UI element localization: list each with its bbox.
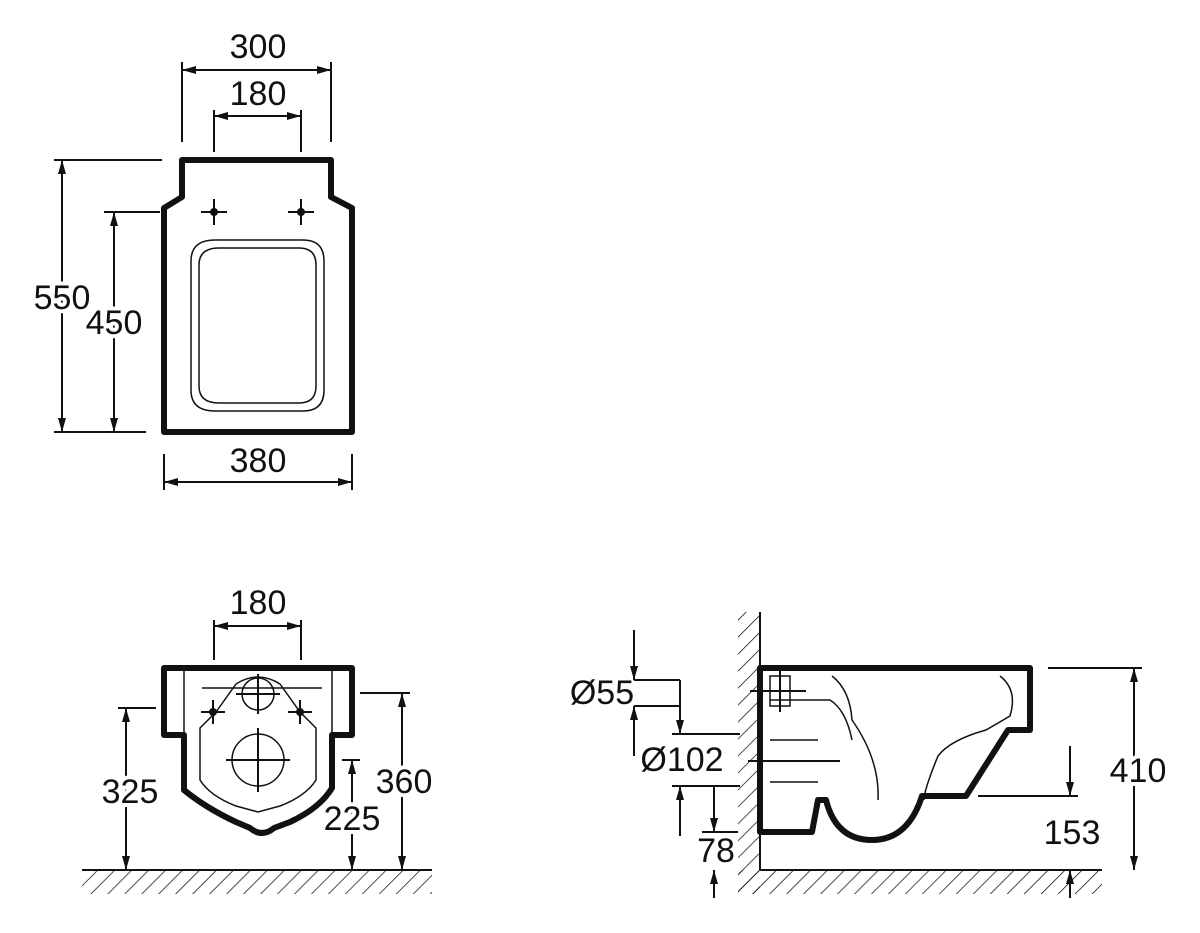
dim-outlet-height: 78: [697, 832, 735, 870]
top-view-seat: [190, 239, 325, 412]
side-view: Ø55 Ø102 78 153 410: [570, 612, 1170, 898]
dim-back-height-left: 325: [102, 773, 159, 811]
dim-bowl-length: 450: [86, 304, 143, 342]
dim-total-length: 550: [34, 279, 91, 317]
dim-diameter-small: Ø55: [570, 674, 634, 712]
bolt-right-icon: [288, 700, 312, 724]
outlet-icon: [226, 728, 290, 792]
back-view-outline: [161, 665, 355, 836]
wall-hatch: [738, 612, 760, 894]
top-view: 300 180 550 450 380: [30, 28, 355, 490]
dim-inlet-height: 225: [324, 800, 381, 838]
floor-hatch: [82, 870, 432, 894]
dim-top-width: 300: [230, 28, 287, 66]
bolt-left-icon: [201, 700, 225, 724]
top-view-outline: [161, 157, 355, 435]
side-floor-hatch: [738, 870, 1102, 894]
side-inlet-icon: [750, 670, 806, 712]
dim-drain-height: 153: [1044, 814, 1101, 852]
dim-back-height-right: 360: [376, 763, 433, 801]
dim-diameter-large: Ø102: [640, 741, 723, 779]
side-view-outline: [757, 665, 1033, 843]
back-view: 180 325 225 360: [82, 584, 436, 894]
fixing-hole-left-icon: [201, 199, 227, 225]
inlet-icon: [236, 674, 280, 714]
dim-width: 380: [230, 442, 287, 480]
dim-total-height: 410: [1110, 752, 1167, 790]
fixing-hole-right-icon: [288, 199, 314, 225]
dim-top-hole-spacing: 180: [230, 75, 287, 113]
dim-back-hole-spacing: 180: [230, 584, 287, 622]
